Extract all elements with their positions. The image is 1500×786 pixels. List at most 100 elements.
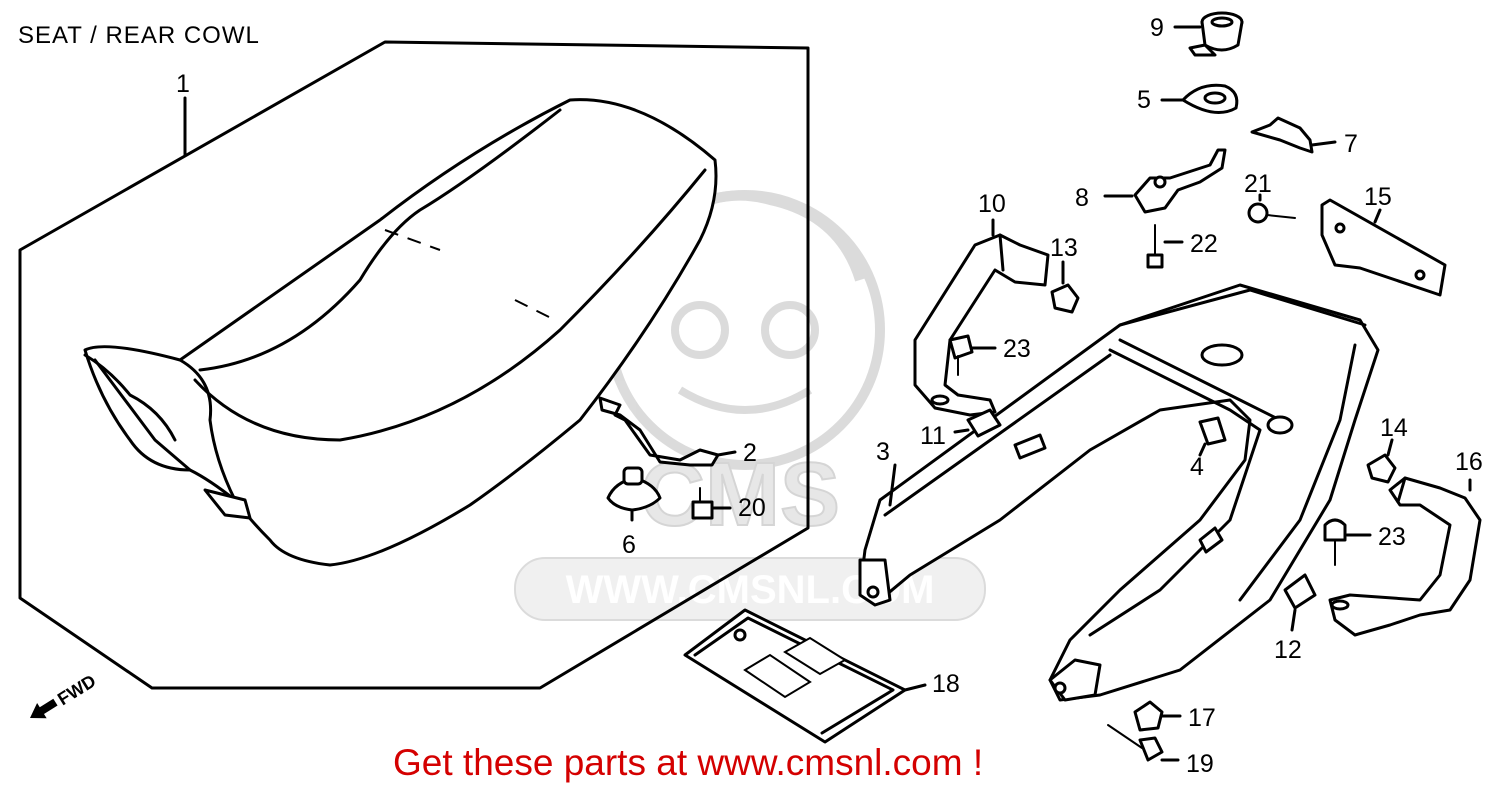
- callout-5: 5: [1137, 86, 1151, 114]
- lock-tab: [1188, 43, 1217, 57]
- callout-10: 10: [978, 190, 1006, 218]
- callout-3: 3: [876, 438, 890, 466]
- callout-11: 11: [920, 422, 946, 450]
- part-12-rubber: 12: [1274, 573, 1317, 664]
- grab-rail-left: [913, 233, 1050, 417]
- seat-seam-1: [384, 229, 441, 251]
- callout-14: 14: [1380, 414, 1408, 442]
- part-6-cushion: 6: [606, 466, 662, 559]
- grab-rail-right-hole: [1330, 599, 1350, 611]
- bolt-head-23b: [1323, 518, 1347, 542]
- part-22-bolt: 22: [1146, 224, 1218, 269]
- bolt-head-23a: [948, 334, 974, 360]
- bolt-head-20: [691, 500, 714, 520]
- lock-key-slot: [1210, 16, 1234, 28]
- leader-11: [953, 428, 970, 434]
- grab-rail-left-hole: [930, 394, 950, 406]
- sheet-label-1: [743, 653, 812, 699]
- callout-8: 8: [1075, 184, 1089, 212]
- callout-4: 4: [1190, 453, 1204, 481]
- bolt-head-21: [1247, 202, 1269, 224]
- cowl-slot-left: [1013, 433, 1047, 460]
- callout-19: 19: [1186, 750, 1214, 778]
- grab-rail-right-edge: [1396, 476, 1407, 504]
- part-23-bolt-lower: 23: [1323, 518, 1406, 566]
- lock-clip: [1250, 116, 1314, 154]
- fwd-indicator: FWD: [30, 671, 99, 719]
- part-2-seat-bracket: 2: [598, 396, 757, 467]
- grommet-4: [1198, 416, 1227, 446]
- part-4-grommet: 4: [1190, 416, 1227, 481]
- rubber-11: [966, 408, 1002, 438]
- leader-7: [1310, 140, 1337, 147]
- stay-hole-1: [1334, 222, 1346, 234]
- seat-rail: [93, 358, 192, 472]
- part-16-grab-rail-right: 16: [1328, 448, 1483, 637]
- cowl-tab-hole: [866, 585, 880, 599]
- part-14-nut: 14: [1366, 414, 1408, 484]
- seat-frame-outline: [18, 40, 810, 690]
- sheet-label-2: [783, 636, 847, 676]
- cowl-front-tab: [858, 558, 892, 607]
- bolt-head-22: [1146, 253, 1164, 269]
- part-20-bolt: 20: [691, 487, 766, 522]
- part-18-sheet: 18: [683, 608, 960, 744]
- callout-23-lower: 23: [1378, 523, 1406, 551]
- latch-pivot: [1153, 175, 1167, 189]
- part-8-latch: 8: [1075, 148, 1227, 214]
- lock-plate-hole: [1203, 91, 1227, 105]
- leader-12: [1290, 608, 1297, 632]
- seat-lower-contour: [193, 168, 707, 442]
- cowl-slot-right: [1198, 526, 1224, 554]
- cowl-left-rail: [883, 353, 1112, 517]
- callout-9: 9: [1150, 14, 1164, 42]
- grab-rail-right: [1328, 476, 1482, 637]
- stay-hole-2: [1414, 269, 1426, 281]
- callout-17: 17: [1188, 704, 1216, 732]
- seat-upper-contour: [198, 108, 562, 372]
- cowl-inner-edge-2: [1088, 348, 1262, 637]
- cowl-stay: [1320, 198, 1447, 297]
- callout-21: 21: [1244, 170, 1272, 198]
- callout-12: 12: [1274, 636, 1302, 664]
- diagram-title: SEAT / REAR COWL: [18, 22, 260, 49]
- callout-2: 2: [743, 439, 757, 467]
- promo-link[interactable]: Get these parts at www.cmsnl.com !: [393, 742, 984, 783]
- callout-18: 18: [932, 670, 960, 698]
- cowl-side-crease: [1238, 343, 1357, 602]
- seat-latch: [1133, 148, 1227, 214]
- leader-18: [903, 683, 927, 692]
- part-21-bolt: 21: [1244, 170, 1296, 224]
- callout-20: 20: [738, 494, 766, 522]
- part-17-nut: 17: [1133, 700, 1216, 732]
- callout-22: 22: [1190, 230, 1218, 258]
- seat-hook: [203, 488, 252, 520]
- callout-23-upper: 23: [1003, 335, 1031, 363]
- nut-17: [1133, 700, 1164, 732]
- part-13-nut: 13: [1050, 234, 1080, 314]
- callout-13: 13: [1050, 234, 1078, 262]
- rear-cowl-body: [858, 283, 1380, 702]
- part-7-clip: 7: [1250, 116, 1358, 158]
- cowl-rear-tab-hole: [1053, 681, 1067, 695]
- seat-body: [83, 98, 718, 567]
- cowl-grommet-hole: [1266, 415, 1294, 435]
- grab-rail-left-edge: [998, 233, 1005, 272]
- part-3-rear-cowl: 3: [858, 283, 1380, 702]
- part-10-grab-rail-left: 10: [913, 190, 1050, 417]
- bolt-shank-19: [1107, 724, 1143, 749]
- fwd-label: FWD: [54, 671, 99, 710]
- rubber-12: [1283, 573, 1317, 610]
- part-11-rubber: 11: [920, 408, 1002, 450]
- fwd-arrow-icon: [30, 698, 58, 719]
- cowl-key-hole: [1200, 343, 1244, 367]
- leader-15: [1373, 208, 1382, 224]
- callout-15: 15: [1364, 183, 1392, 211]
- seat-assembly: 1: [18, 40, 810, 690]
- leader-14: [1386, 438, 1394, 457]
- part-9-seat-lock: 9: [1150, 11, 1244, 57]
- part-23-bolt-upper: 23: [948, 334, 1031, 376]
- seat-seam-2: [514, 299, 556, 321]
- cushion-top: [622, 466, 644, 486]
